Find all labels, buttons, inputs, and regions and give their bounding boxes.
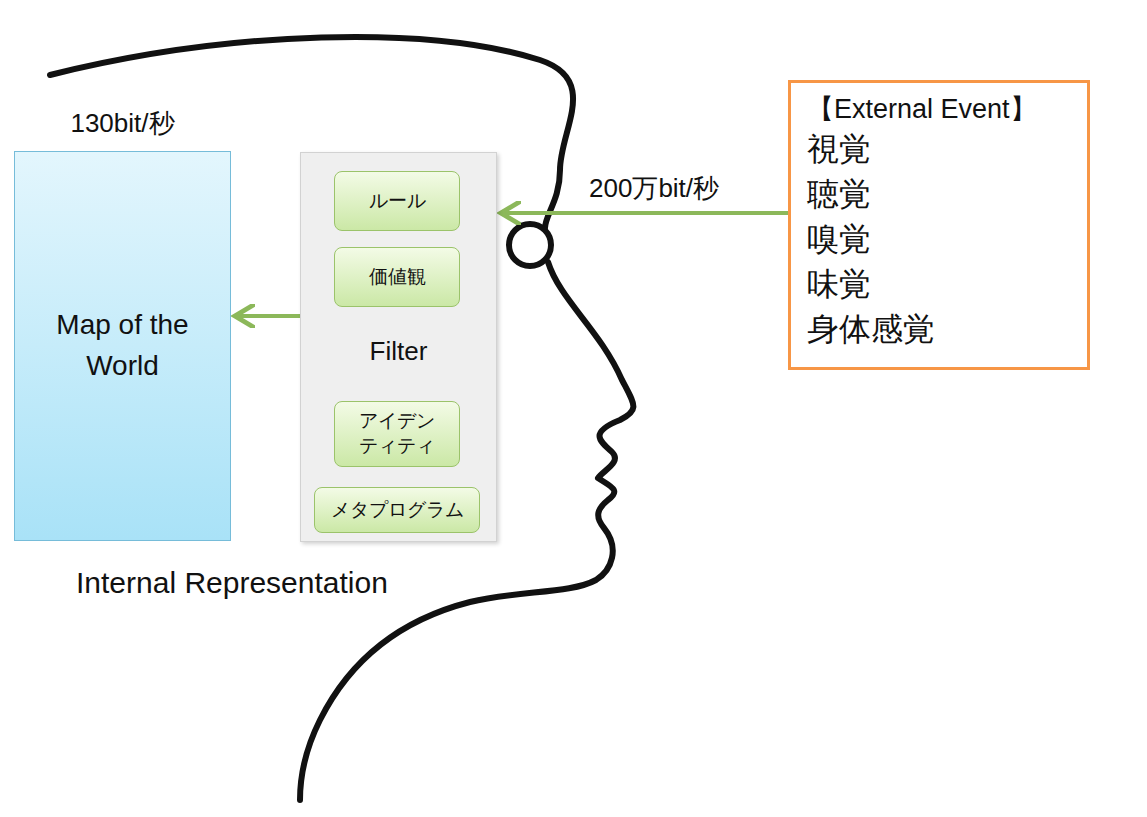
map-box: 130bit/秒Map of the World xyxy=(14,151,231,541)
eye-circle xyxy=(509,224,551,266)
node-text: Filter xyxy=(301,336,496,367)
filter-chip: 価値観 xyxy=(334,247,460,307)
node-text: Map of the World xyxy=(15,305,230,386)
filter-chip: メタプログラム xyxy=(314,487,480,533)
node-text: 視覚 xyxy=(807,127,1073,172)
node-text: 味覚 xyxy=(807,262,1073,307)
node-text: 嗅覚 xyxy=(807,217,1073,262)
flow-arrow xyxy=(501,211,788,215)
node-text: ルール xyxy=(369,189,426,214)
node-text: アイデンティティ xyxy=(353,409,441,458)
filter-panel: Filter ルール価値観アイデンティティメタプログラム xyxy=(300,152,497,542)
node-text: 聴覚 xyxy=(807,172,1073,217)
rate-label: 200万bit/秒 xyxy=(589,171,719,206)
node-text: 130bit/秒 xyxy=(15,106,230,141)
filter-chip: ルール xyxy=(334,171,460,231)
node-text: メタプログラム xyxy=(331,498,464,523)
flow-arrow xyxy=(235,314,300,318)
region-label: Internal Representation xyxy=(76,566,388,600)
node-text: 価値観 xyxy=(369,265,426,290)
event-box: 【External Event】視覚聴覚嗅覚味覚身体感覚 xyxy=(788,80,1090,370)
filter-chip: アイデンティティ xyxy=(334,401,460,467)
node-text: 身体感覚 xyxy=(807,307,1073,352)
node-text: 【External Event】 xyxy=(807,91,1073,127)
